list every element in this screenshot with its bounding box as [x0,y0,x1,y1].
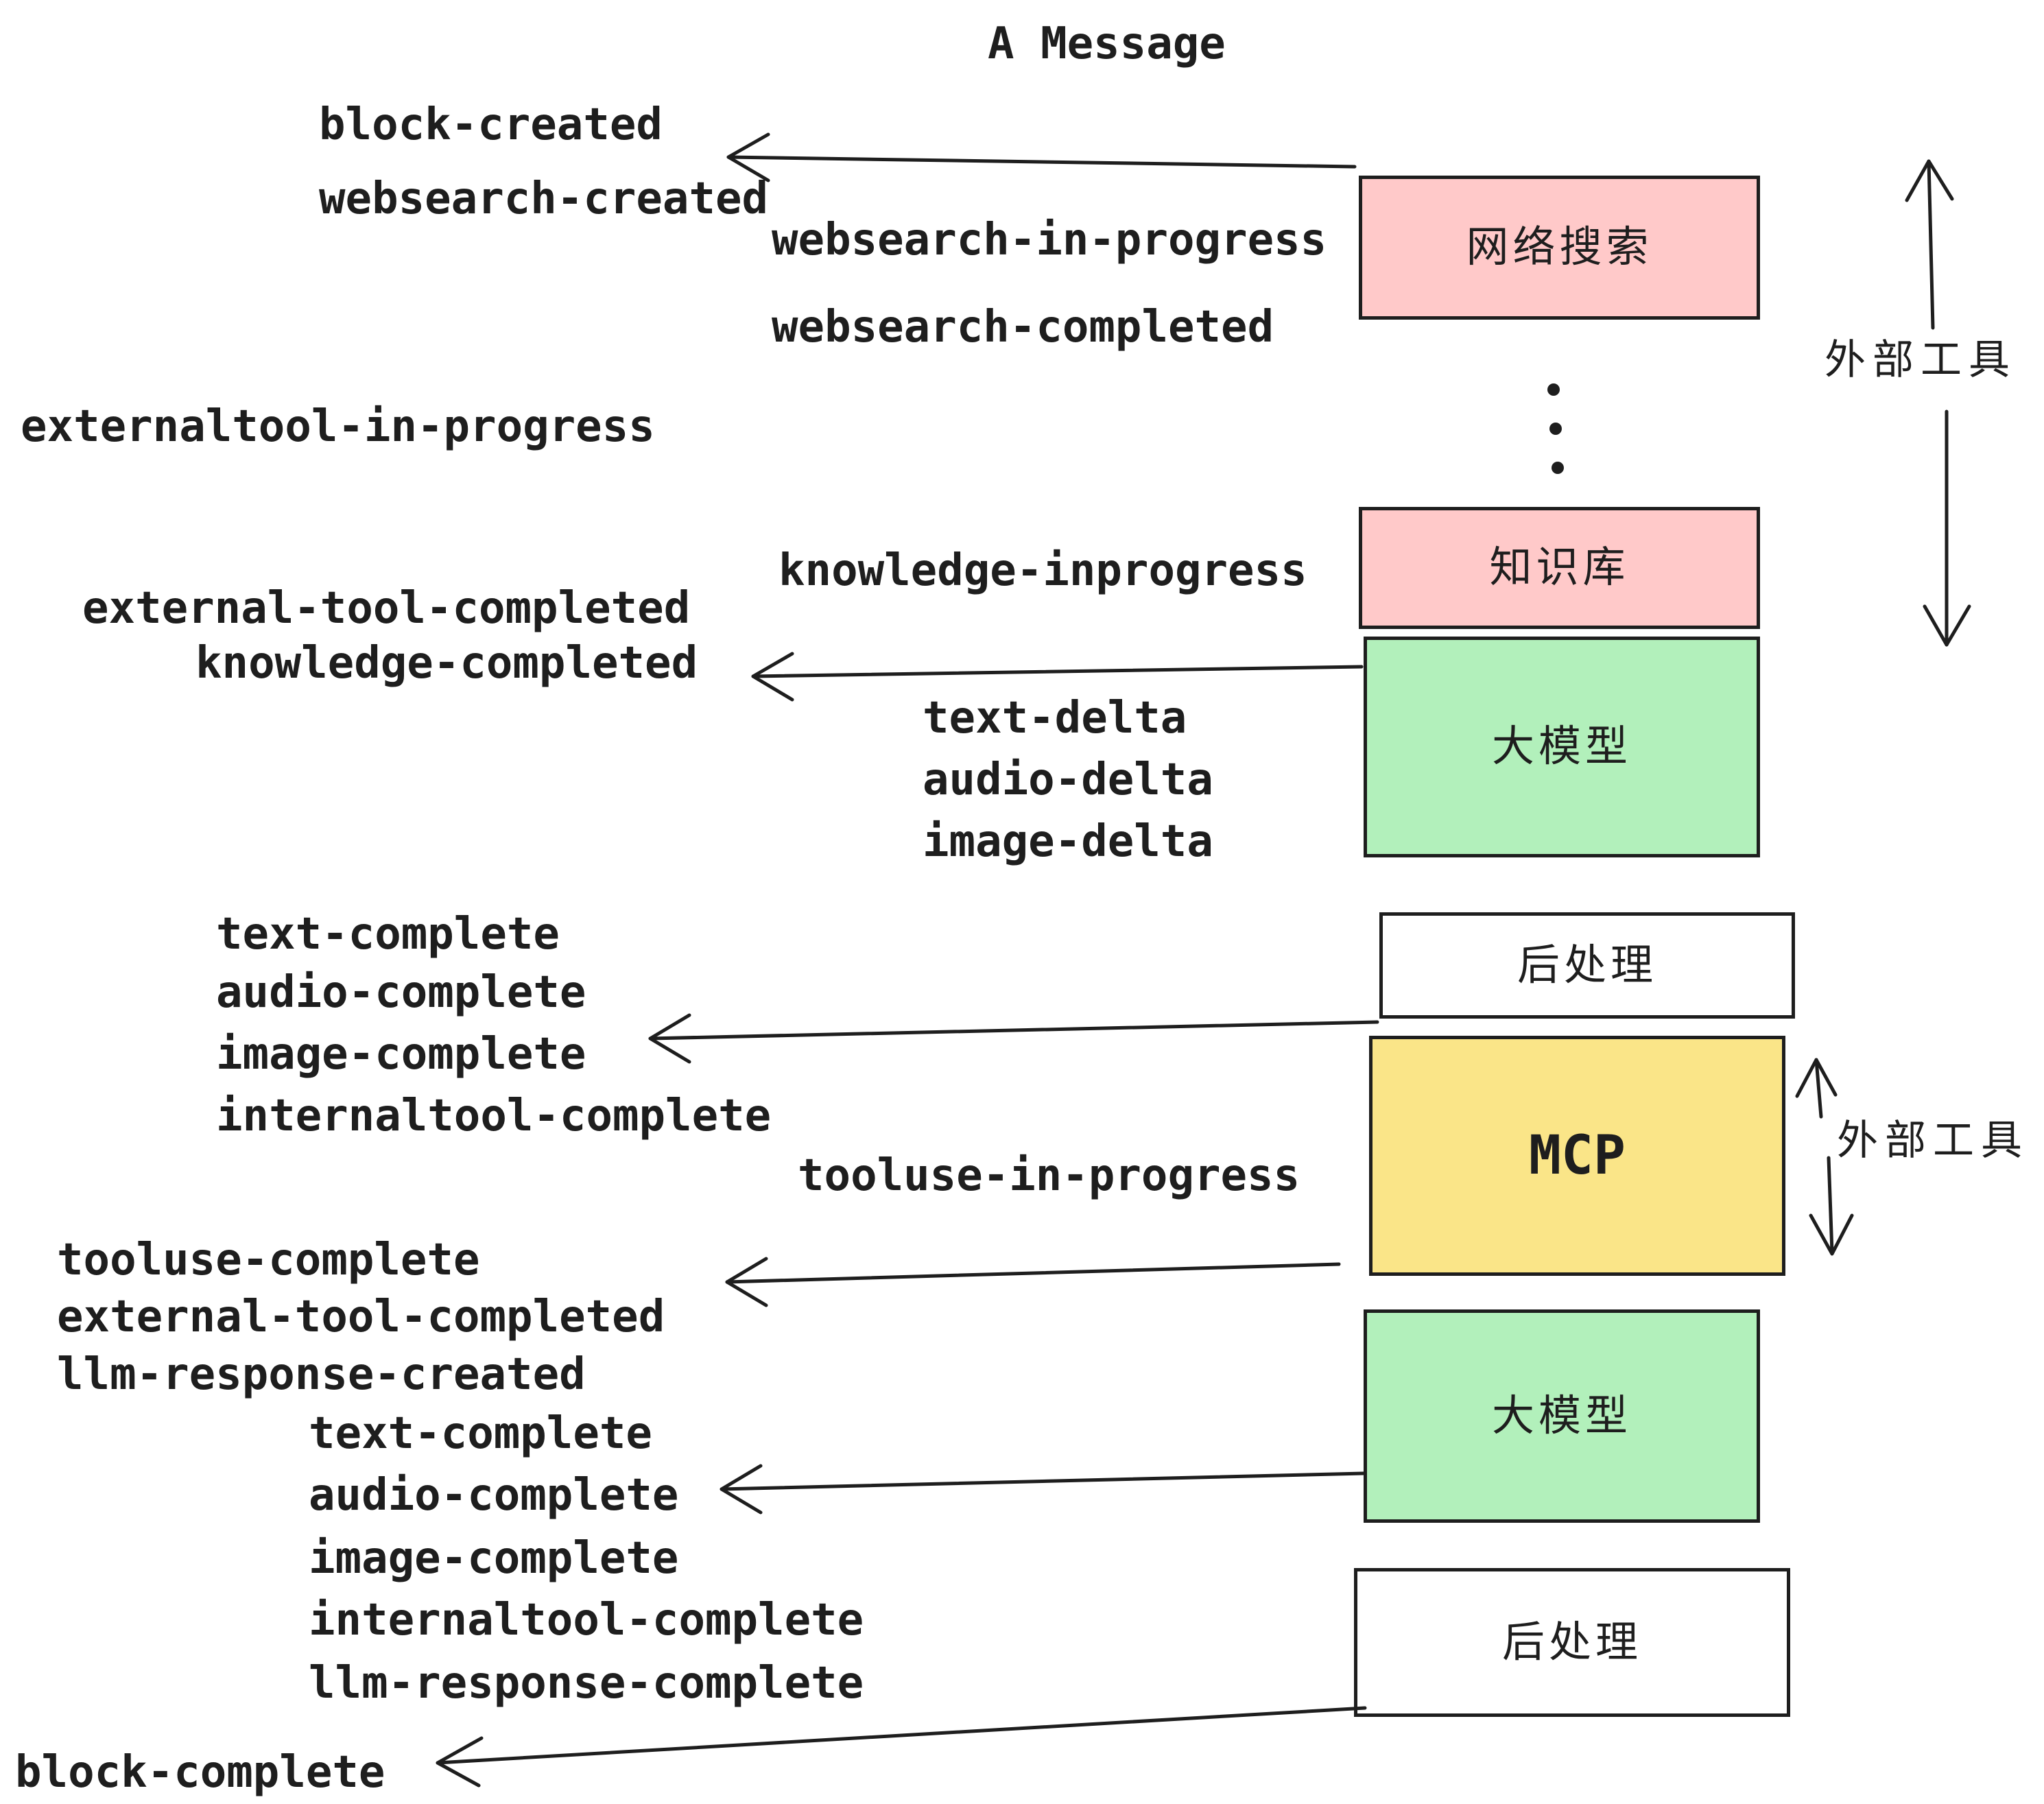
box-mcp: MCP [1369,1036,1785,1276]
box-web-search: 网络搜索 [1359,176,1760,320]
arrow-to-audio-complete-2 [720,1464,1366,1515]
arrow-to-image-complete [648,1013,1379,1064]
box-llm-1-label: 大模型 [1491,723,1632,770]
event-websearch-created: websearch-created [319,174,769,224]
side-label-external-tools-2: 外部工具 [1837,1117,2029,1163]
event-knowledge-completed: knowledge-completed [195,638,698,689]
external-tools-arrow-up-2 [1795,1058,1838,1119]
event-image-delta: image-delta [923,816,1213,867]
box-postprocess-2: 后处理 [1354,1568,1790,1717]
event-llm-response-created: llm-response-created [57,1349,586,1400]
event-websearch-completed: websearch-completed [772,302,1274,353]
arrow-to-block-complete [436,1706,1367,1788]
event-audio-complete: audio-complete [216,967,586,1018]
event-block-complete: block-complete [15,1747,385,1798]
event-image-complete: image-complete [216,1029,586,1080]
event-externaltool-in-progress: externaltool-in-progress [21,401,655,452]
arrow-to-tooluse-complete [725,1257,1341,1307]
page-title: A Message [988,19,1226,69]
event-block-created: block-created [319,99,663,150]
event-text-complete-2: text-complete [309,1408,652,1459]
event-image-complete-2: image-complete [309,1533,679,1584]
ellipsis-dots [1547,383,1564,474]
event-internaltool-complete-2: internaltool-complete [309,1595,864,1646]
box-mcp-label: MCP [1529,1125,1626,1187]
box-postprocess-1: 后处理 [1379,912,1795,1019]
box-knowledge-base: 知识库 [1359,507,1760,629]
event-external-tool-completed: external-tool-completed [82,583,691,634]
event-audio-delta: audio-delta [923,755,1213,805]
event-tooluse-complete: tooluse-complete [57,1235,480,1285]
box-llm-2: 大模型 [1364,1309,1760,1523]
event-internaltool-complete: internaltool-complete [216,1091,772,1141]
event-knowledge-inprogress: knowledge-inprogress [779,545,1307,596]
arrow-to-block-created [726,132,1357,182]
box-llm-2-label: 大模型 [1491,1392,1632,1440]
event-text-delta: text-delta [923,693,1187,744]
external-tools-arrow-down-1 [1923,410,1971,647]
external-tools-arrow-up-1 [1905,159,1954,330]
box-llm-1: 大模型 [1364,637,1760,857]
event-external-tool-completed-2: external-tool-completed [57,1292,665,1342]
side-label-external-tools-1: 外部工具 [1825,337,2017,383]
external-tools-arrow-down-2 [1809,1156,1854,1256]
box-web-search-label: 网络搜索 [1466,224,1653,271]
box-postprocess-2-label: 后处理 [1501,1618,1642,1666]
event-llm-response-complete: llm-response-complete [309,1658,864,1709]
event-text-complete: text-complete [216,909,560,960]
event-websearch-in-progress: websearch-in-progress [772,215,1327,265]
event-audio-complete-2: audio-complete [309,1470,679,1521]
event-tooluse-in-progress: tooluse-in-progress [798,1150,1300,1201]
box-knowledge-base-label: 知识库 [1489,544,1630,591]
box-postprocess-1-label: 后处理 [1517,941,1657,989]
